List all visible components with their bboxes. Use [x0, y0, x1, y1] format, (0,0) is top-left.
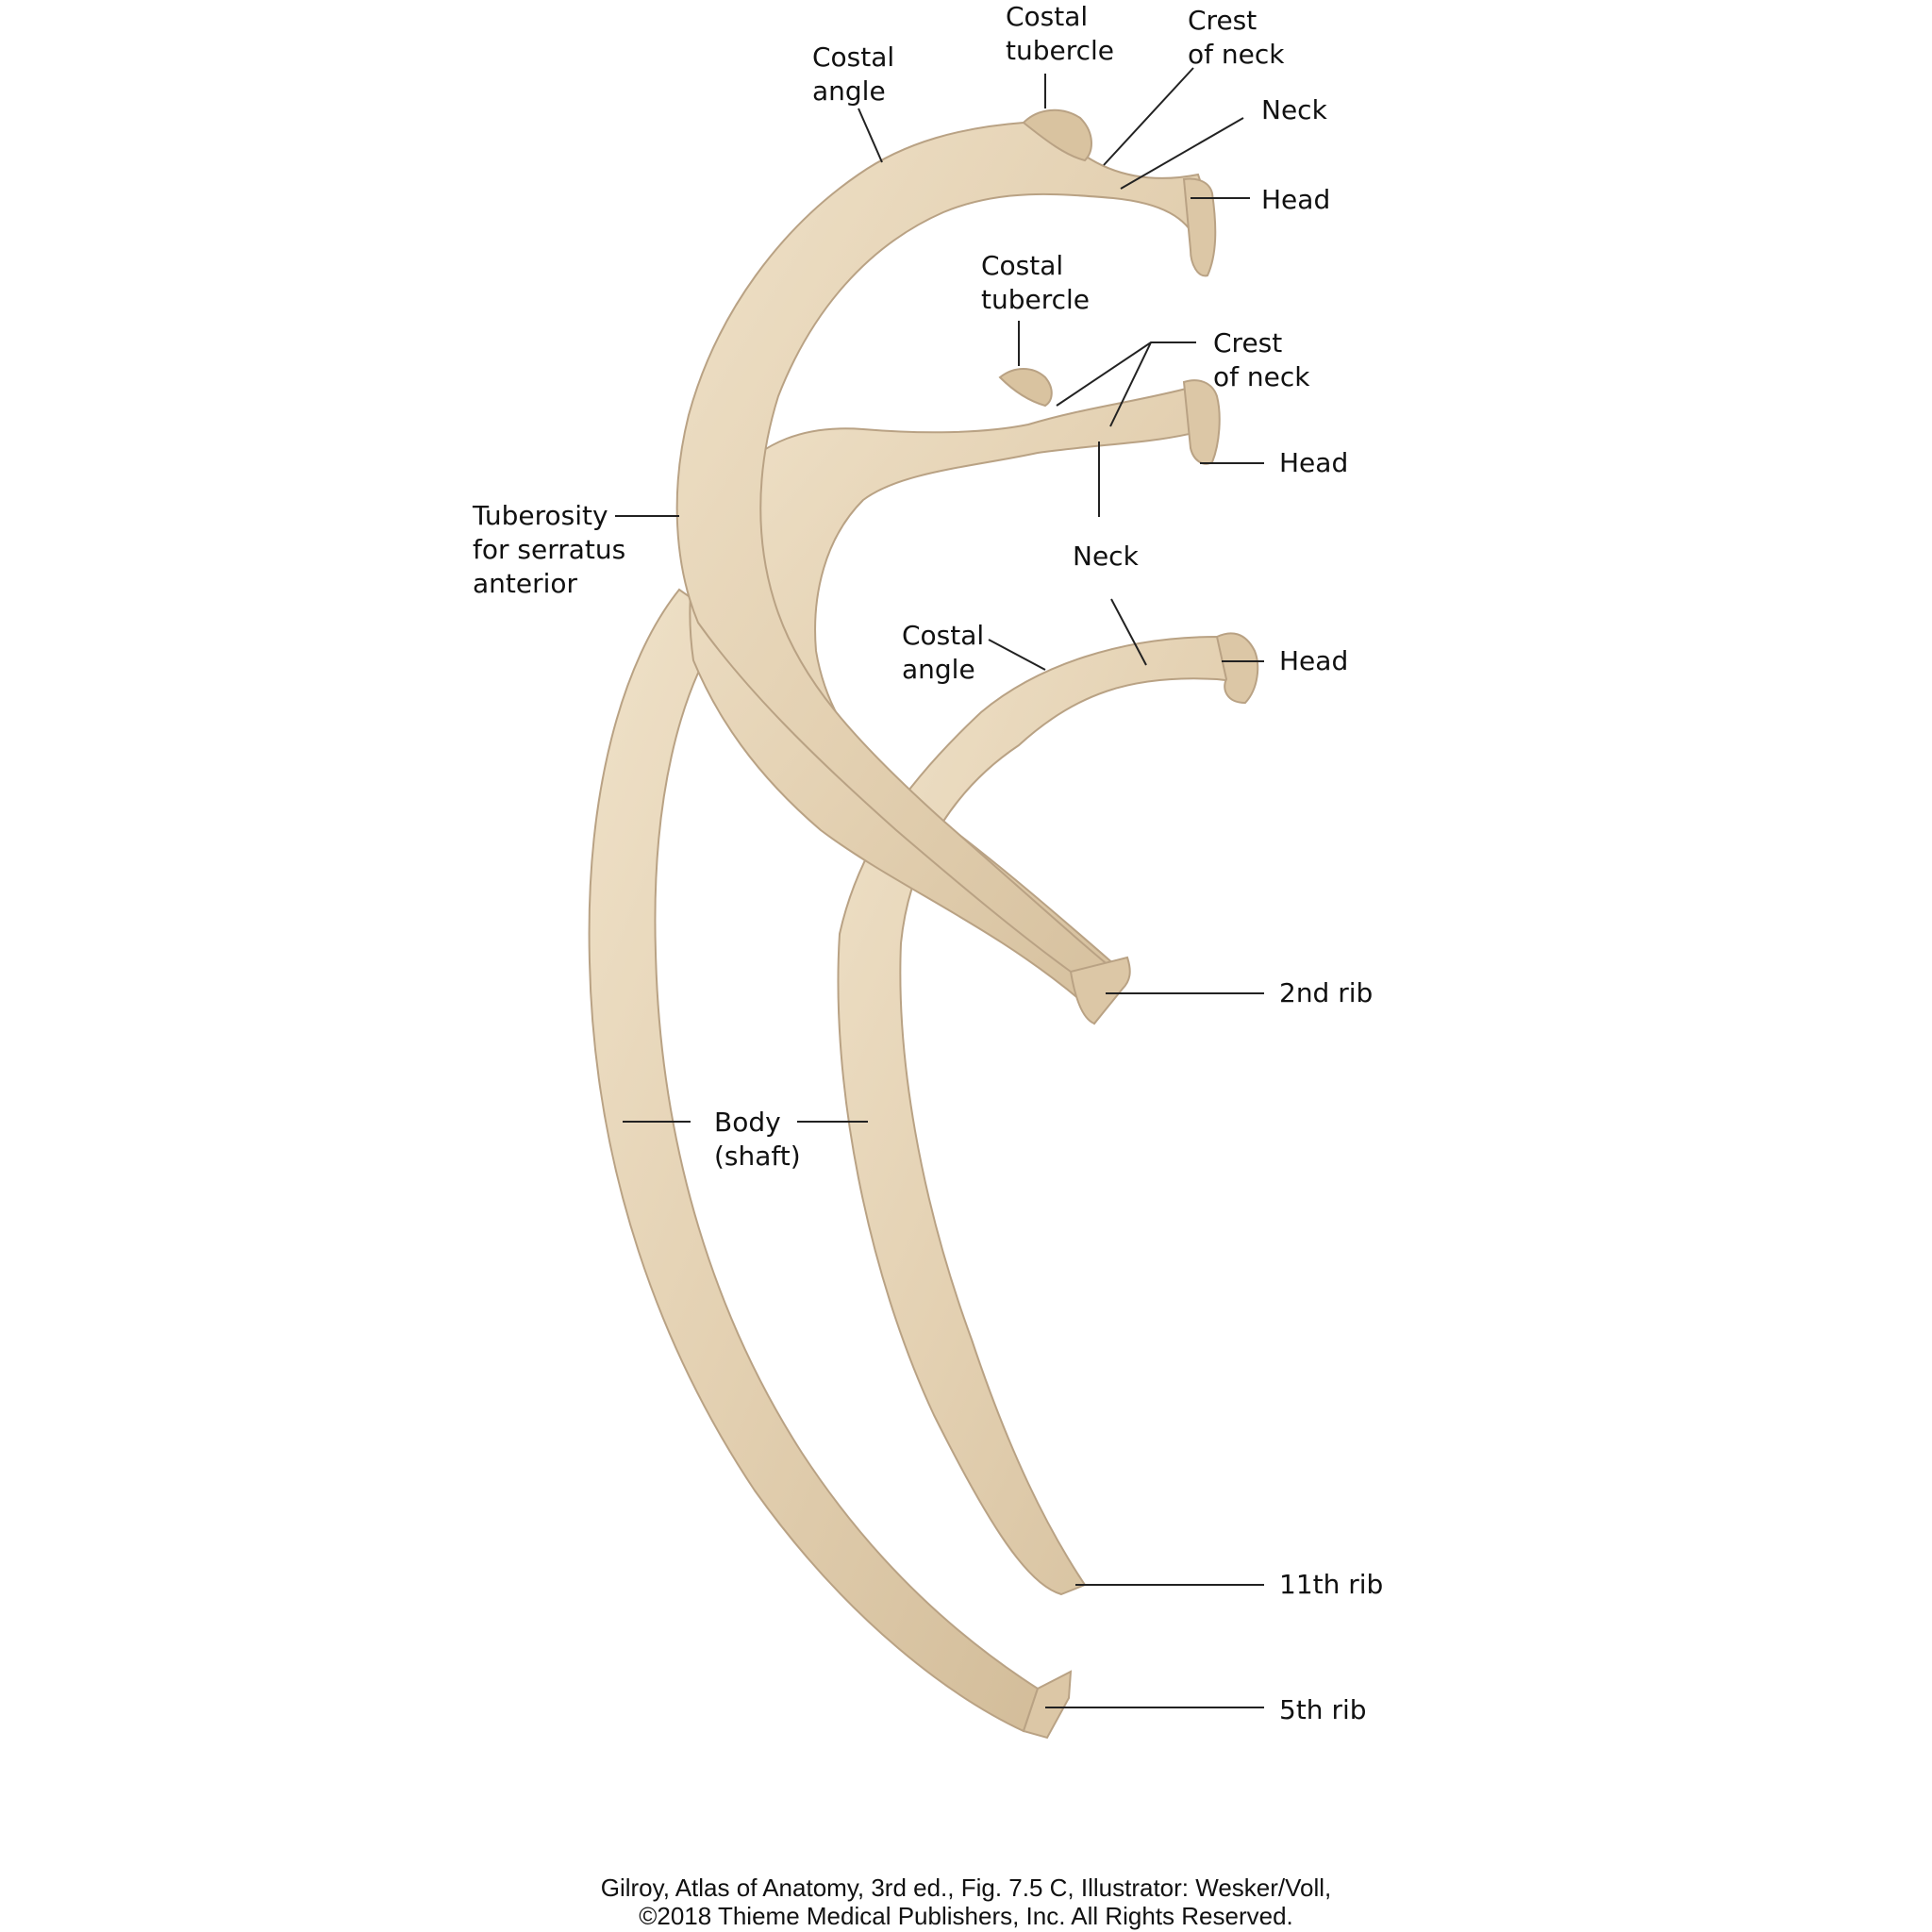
leader-crest-of-neck-top [1103, 67, 1194, 166]
eleventh-rib-head [1215, 632, 1259, 705]
label-costal-tubercle-mid: Costal tubercle [981, 250, 1091, 315]
fifth-rib-end [1022, 1670, 1073, 1740]
label-crest-of-neck-top: Crest of neck [1188, 5, 1285, 70]
label-body-shaft: Body (shaft) [714, 1107, 801, 1172]
label-costal-angle-low: Costal angle [902, 620, 985, 685]
leader-neck-top [1120, 117, 1244, 190]
label-head-top: Head [1261, 184, 1331, 215]
label-neck-mid: Neck [1073, 541, 1139, 572]
leader-costal-angle-top [858, 108, 883, 163]
leader-costal-angle-low [988, 639, 1046, 671]
first-rib-end [1069, 956, 1131, 1025]
label-neck-top: Neck [1261, 94, 1327, 125]
label-tuberosity: Tuberosity for serratus anterior [473, 500, 626, 599]
label-costal-angle-top: Costal angle [812, 42, 895, 107]
label-5th-rib: 5th rib [1279, 1694, 1367, 1725]
costal-tubercle-shape [1022, 108, 1092, 162]
leader-neck-low [1110, 598, 1147, 666]
label-head-low: Head [1279, 645, 1349, 676]
leader-crest-of-neck-mid-2 [1109, 341, 1152, 427]
second-costal-tubercle-shape [998, 368, 1053, 408]
label-2nd-rib: 2nd rib [1279, 977, 1374, 1008]
second-rib-shape [689, 385, 1213, 1002]
label-head-mid: Head [1279, 447, 1349, 478]
label-crest-of-neck-mid: Crest of neck [1213, 327, 1310, 392]
second-rib-head [1182, 379, 1221, 465]
label-costal-tubercle-top: Costal tubercle [1006, 1, 1115, 66]
credit-line-2: ©2018 Thieme Medical Publishers, Inc. Al… [639, 1902, 1293, 1930]
first-rib-head [1182, 177, 1217, 277]
credit-line-1: Gilroy, Atlas of Anatomy, 3rd ed., Fig. … [600, 1874, 1332, 1902]
label-11th-rib: 11th rib [1279, 1569, 1384, 1600]
